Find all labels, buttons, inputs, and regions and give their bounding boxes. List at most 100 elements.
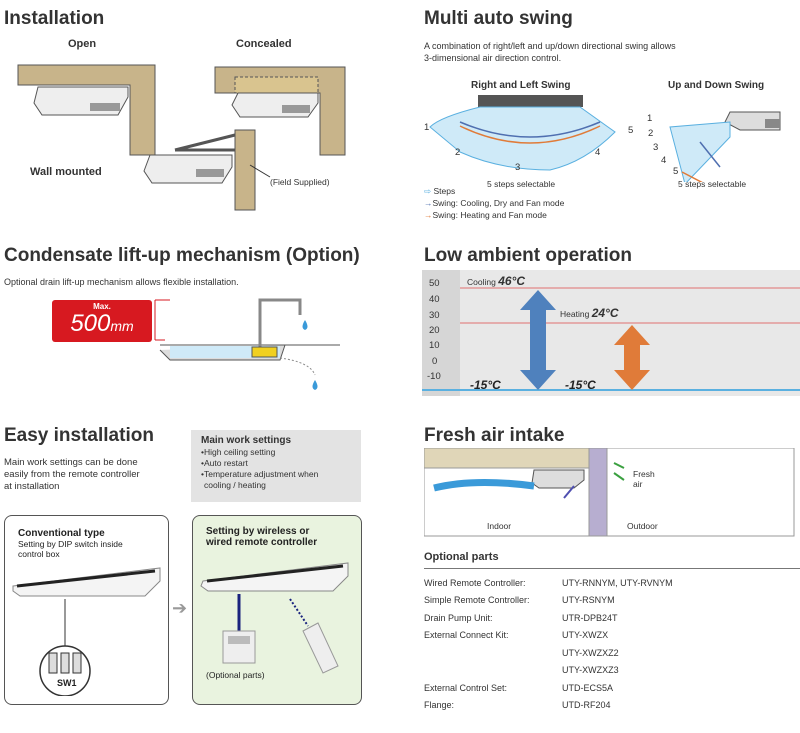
remote-title: wired remote controller <box>206 537 318 548</box>
blue-arrow-icon: → <box>424 198 433 208</box>
part-name: Wired Remote Controller: <box>424 577 526 588</box>
swing-desc-1: A combination of right/left and up/down … <box>424 41 676 51</box>
rl-step-5: 5 <box>628 125 634 136</box>
legend-cooling: →Swing: Cooling, Dry and Fan mode <box>424 197 564 209</box>
heating-min: -15°C <box>565 378 596 392</box>
parts-row: UTY-XWZXZ2 <box>424 644 673 662</box>
installation-illustrations <box>17 64 346 211</box>
low-ambient-title: Low ambient operation <box>424 245 632 266</box>
y-tick: 30 <box>429 310 440 321</box>
installation-title: Installation <box>4 8 105 29</box>
easy-desc-line: at installation <box>4 481 60 492</box>
rl-step-3: 3 <box>515 162 521 173</box>
label-open: Open <box>68 38 97 50</box>
cooling-label: Cooling 46°C <box>467 275 525 288</box>
parts-row: Wired Remote Controller: UTY-RNNYM, UTY-R… <box>424 574 673 592</box>
label-concealed: Concealed <box>236 38 292 50</box>
dip-switch-illustration <box>12 567 161 696</box>
ud-step-4: 4 <box>661 155 667 166</box>
parts-row: UTY-XWZXZ3 <box>424 662 673 680</box>
conv-title: Conventional type <box>18 528 105 539</box>
parts-row: External Connect Kit:UTY-XWZX <box>424 627 673 645</box>
parts-row: Flange: UTD-RF204 <box>424 697 673 715</box>
heating-max: 24°C <box>591 306 619 320</box>
part-code: UTY-XWZXZ2 <box>562 647 619 658</box>
ud-step-3: 3 <box>653 142 659 153</box>
max-label: Max. <box>93 302 111 311</box>
part-name: Drain Pump Unit: <box>424 612 493 623</box>
conv-desc: Setting by DIP switch inside <box>18 539 123 549</box>
y-tick: 10 <box>429 340 440 351</box>
heating-label: Heating 24°C <box>560 307 619 320</box>
main-work-settings-box: Main work settings •High ceiling setting… <box>191 430 361 502</box>
part-name: Flange: <box>424 700 455 711</box>
swing-desc-2: 3-dimensional air direction control. <box>424 53 562 63</box>
settings-title: Main work settings <box>201 435 292 446</box>
setting-item: •Temperature adjustment when <box>201 469 319 479</box>
indoor-label: Indoor <box>487 521 512 531</box>
part-code: UTY-RNNYM, UTY-RVNYM <box>562 577 673 588</box>
swing-illustration <box>429 95 781 182</box>
condensate-title: Condensate lift-up mechanism (Option) <box>4 245 360 266</box>
easy-desc-line: easily from the remote controller <box>4 469 140 480</box>
part-code: UTY-XWZXZ3 <box>562 665 619 676</box>
max-value: 500mm <box>52 311 152 339</box>
legend-cooling-label: Swing: Cooling, Dry and Fan mode <box>432 198 565 208</box>
parts-row: External Control Set: UTD-ECS5A <box>424 679 673 697</box>
y-tick: 40 <box>429 294 440 305</box>
part-name: External Control Set: <box>424 682 508 693</box>
easy-installation-title: Easy installation <box>4 425 154 446</box>
condensate-illustration <box>154 298 340 390</box>
ud-step-2: 2 <box>648 128 654 139</box>
rl-step-4: 4 <box>595 147 601 158</box>
fresh-air-title: Fresh air intake <box>424 425 565 446</box>
legend-steps: ⇨ Steps <box>424 185 455 197</box>
low-ambient-chart <box>422 270 800 396</box>
y-tick: 20 <box>429 325 440 336</box>
condensate-desc: Optional drain lift-up mechanism allows … <box>4 277 239 287</box>
max-unit: mm <box>110 318 134 334</box>
rl-step-1: 1 <box>424 122 430 133</box>
ud-step-5: 5 <box>673 166 679 177</box>
remote-illustration <box>200 562 349 674</box>
steps-arrow-icon: ⇨ <box>424 186 432 196</box>
heating-text: Heating <box>560 309 590 319</box>
arrow-right-icon: ➔ <box>172 598 188 618</box>
y-tick: -10 <box>427 371 441 382</box>
optional-parts-title: Optional parts <box>424 551 499 563</box>
rl-step-2: 2 <box>455 147 461 158</box>
part-name: Simple Remote Controller: <box>424 595 530 606</box>
easy-desc: Main work settings can be done easily fr… <box>4 457 140 493</box>
max-number: 500 <box>70 310 111 337</box>
ud-step-1: 1 <box>647 113 653 124</box>
max-500mm-badge: Max. 500mm <box>52 300 152 342</box>
optional-parts-table: Wired Remote Controller: UTY-RNNYM, UTY-R… <box>424 574 673 714</box>
rl-swing-title: Right and Left Swing <box>471 80 571 91</box>
part-code: UTD-ECS5A <box>562 682 614 693</box>
cooling-min: -15°C <box>470 378 501 392</box>
part-name: External Connect Kit: <box>424 630 509 641</box>
setting-item: cooling / heating <box>204 480 266 490</box>
conventional-type-panel: Conventional type Setting by DIP switch … <box>4 515 169 705</box>
parts-row: Drain Pump Unit: UTR-DPB24T <box>424 609 673 627</box>
air-label: air <box>633 479 643 489</box>
remote-title: Setting by wireless or <box>206 526 310 537</box>
rl-steps-selectable: 5 steps selectable <box>487 179 556 189</box>
ud-steps-selectable: 5 steps selectable <box>678 179 747 189</box>
conv-desc: control box <box>18 549 60 559</box>
setting-item: •High ceiling setting <box>201 447 276 457</box>
part-code: UTR-DPB24T <box>562 612 618 623</box>
fresh-air-illustration <box>424 448 795 537</box>
orange-arrow-icon: → <box>424 210 433 220</box>
legend-heating: →Swing: Heating and Fan mode <box>424 209 547 221</box>
parts-row: Simple Remote Controller:UTY-RSNYM <box>424 592 673 610</box>
part-code: UTD-RF204 <box>562 700 611 711</box>
sw1-label: SW1 <box>57 678 77 688</box>
easy-desc-line: Main work settings can be done <box>4 457 138 468</box>
swing-title: Multi auto swing <box>424 8 573 29</box>
cooling-max: 46°C <box>498 274 526 288</box>
optional-parts-label: (Optional parts) <box>206 670 265 680</box>
legend-heating-label: Swing: Heating and Fan mode <box>432 210 547 220</box>
y-tick: 0 <box>432 356 438 367</box>
setting-item: •Auto restart <box>201 458 248 468</box>
